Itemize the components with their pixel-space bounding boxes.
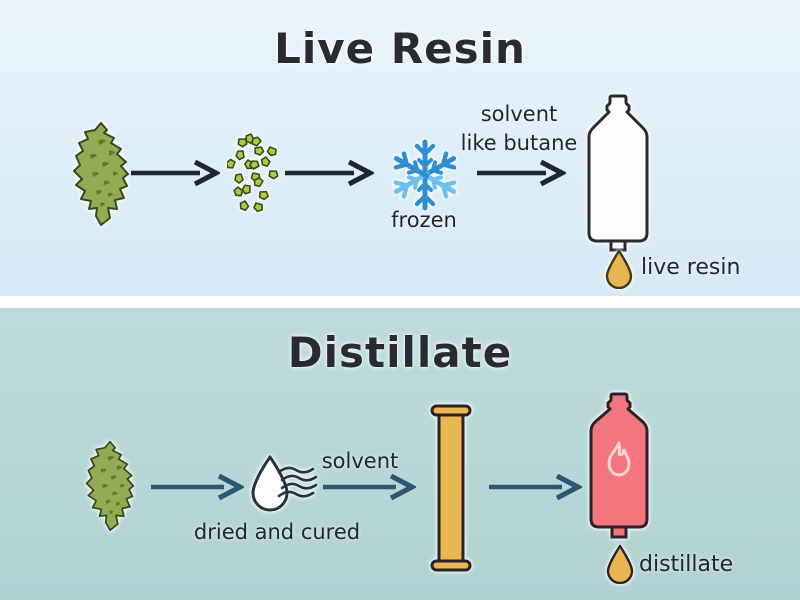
distillate-title: Distillate: [287, 328, 513, 377]
distillate-label: distillate: [639, 552, 734, 577]
solvent-label-line2: like butane: [460, 131, 578, 155]
arrow-icon: [285, 159, 374, 187]
extraction-tank-icon: [587, 94, 649, 252]
arrow-icon: [477, 159, 566, 187]
distillation-column-icon: [430, 404, 472, 572]
distillate-panel: Distillate: [0, 308, 800, 600]
flammable-tank-icon: [589, 392, 649, 539]
arrow-icon: [151, 473, 244, 501]
solvent-butane-label: solvent like butane: [454, 100, 584, 158]
arrow-icon: [489, 473, 582, 501]
live-resin-title: Live Resin: [274, 24, 526, 73]
snowflake-icon: [387, 137, 463, 213]
resin-drop-icon: [605, 249, 633, 289]
dried-and-cured-label: dried and cured: [193, 520, 361, 544]
resin-drop-icon: [606, 544, 634, 584]
live-resin-panel: Live Resin: [0, 0, 800, 296]
solvent-label-line1: solvent: [480, 102, 558, 126]
cannabis-bud-icon: [85, 440, 135, 531]
arrow-icon: [131, 159, 220, 187]
arrow-icon: [323, 473, 416, 501]
ground-flakes-icon: [227, 133, 279, 213]
section-divider: [0, 296, 800, 308]
frozen-label: frozen: [391, 208, 457, 232]
live-resin-label: live resin: [641, 255, 741, 280]
flame-icon: [607, 441, 631, 477]
air-waves-icon: [277, 466, 318, 498]
water-drop-icon: [251, 455, 318, 512]
cannabis-bud-icon: [73, 122, 129, 226]
solvent-label: solvent: [321, 449, 399, 473]
